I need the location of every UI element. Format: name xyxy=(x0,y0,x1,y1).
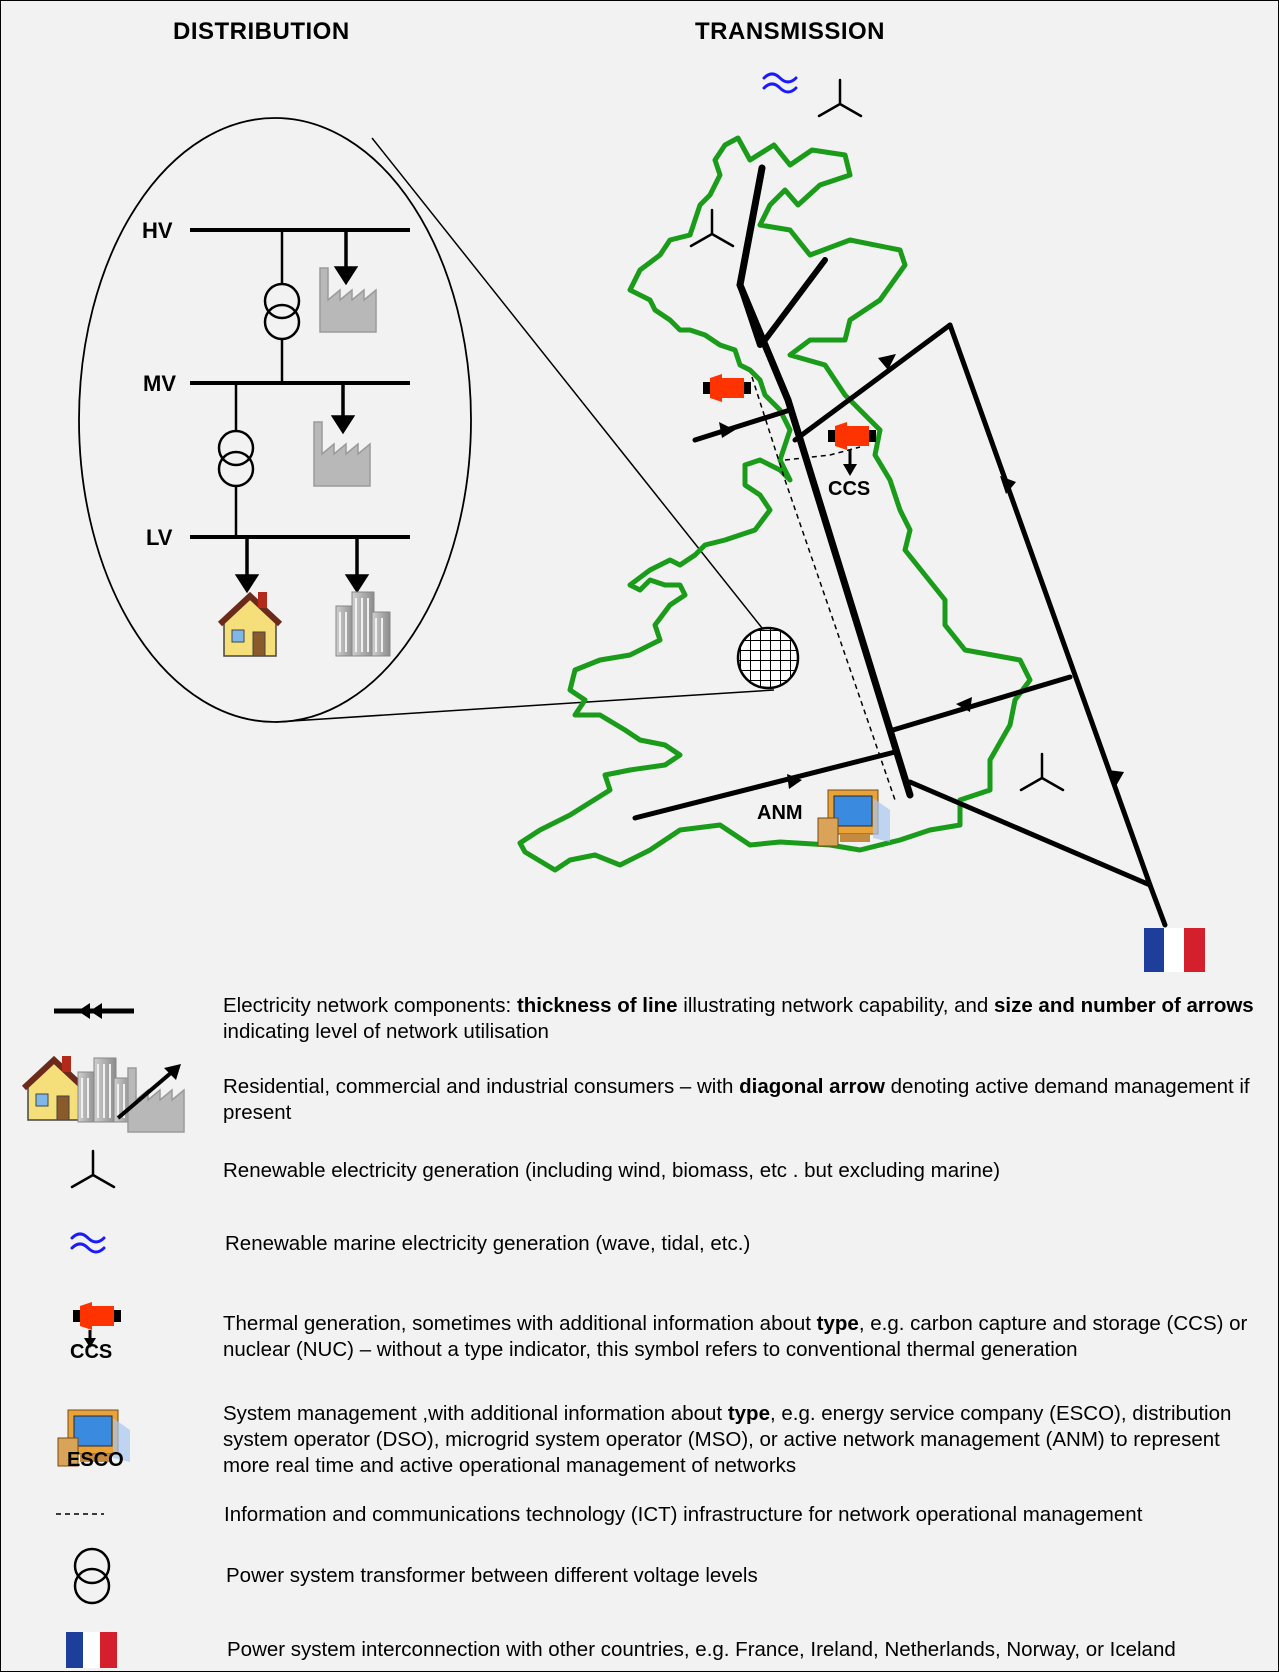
legend-network-t3: indicating level of network utilisation xyxy=(223,1020,549,1043)
load-arrows xyxy=(234,230,370,594)
legend-thermal-t2: , e.g. carbon capture and storage (CCS) … xyxy=(223,1312,1248,1361)
legend-consumers-text: Residential, commercial and industrial c… xyxy=(223,1074,1263,1126)
distribution-zoom-ellipse xyxy=(78,117,472,723)
transformer-mv-lv xyxy=(217,383,255,537)
mv-label: MV xyxy=(143,371,176,396)
legend-thermal-t1: Thermal generation, sometimes with addit… xyxy=(223,1312,817,1335)
legend-sm-b1: type xyxy=(727,1402,770,1425)
thermal-ccs-generator-icon xyxy=(828,422,876,476)
legend-wind-icon xyxy=(70,1149,116,1189)
anm-system-management-icon xyxy=(817,789,891,847)
lv-label: LV xyxy=(146,525,173,550)
transformer-hv-mv xyxy=(263,230,301,383)
distribution-network-zoom-point xyxy=(736,626,800,690)
legend-marine-text: Renewable marine electricity generation … xyxy=(225,1232,751,1255)
marine-generation-icon xyxy=(762,72,798,94)
residential-consumer-icon xyxy=(220,592,280,656)
zoom-line-lower xyxy=(275,689,775,723)
legend-renewable-text: Renewable electricity generation (includ… xyxy=(223,1159,1001,1182)
legend-house-icon xyxy=(24,1056,84,1120)
flow-arrows xyxy=(719,354,1124,789)
hv-label: HV xyxy=(142,218,173,243)
legend-network-line-symbol xyxy=(54,1003,134,1019)
anm-map-label: ANM xyxy=(757,802,803,824)
legend-diagonal-arrow-icon xyxy=(116,1070,174,1120)
legend-thermal-icon xyxy=(73,1302,121,1348)
legend-ccs-label: CCS xyxy=(70,1341,113,1363)
wind-generation-offshore-icon xyxy=(817,78,863,118)
legend-consumers-t1: Residential, commercial and industrial c… xyxy=(223,1075,740,1098)
legend-transformer-icon xyxy=(73,1547,111,1605)
commercial-consumer-icon xyxy=(335,591,391,657)
ccs-map-label: CCS xyxy=(828,478,871,500)
legend-network-text: Electricity network components: thicknes… xyxy=(223,993,1263,1045)
legend-sm-t1: System management ,with additional infor… xyxy=(223,1402,728,1425)
legend-transformer-text: Power system transformer between differe… xyxy=(226,1564,758,1587)
transmission-title: TRANSMISSION xyxy=(695,18,886,45)
france-interconnector-flag-icon xyxy=(1144,928,1205,972)
legend-consumers-t2: denoting active demand management if pre… xyxy=(223,1075,1250,1124)
legend-interconnection-text: Power system interconnection with other … xyxy=(227,1638,1176,1661)
legend-network-t2: illustrating network capability, and xyxy=(677,994,994,1017)
distribution-title: DISTRIBUTION xyxy=(173,18,350,45)
legend-thermal-text: Thermal generation, sometimes with addit… xyxy=(223,1311,1263,1363)
wind-generation-south-icon xyxy=(1019,752,1065,792)
thermal-generator-north-icon xyxy=(703,374,751,402)
legend-system-management-text: System management ,with additional infor… xyxy=(223,1401,1263,1479)
legend-thermal-b1: type xyxy=(816,1312,859,1335)
legend-network-t1: Electricity network components: xyxy=(223,994,517,1017)
legend-sm-t2: , e.g. energy service company (ESCO), di… xyxy=(223,1402,1232,1477)
legend-consumers-symbols xyxy=(24,1056,185,1133)
transmission-lines xyxy=(632,164,1168,928)
legend-network-b2: size and number of arrows xyxy=(993,994,1254,1017)
legend-marine-icon xyxy=(70,1232,106,1254)
zoom-line-upper xyxy=(371,137,779,649)
legend-network-b1: thickness of line xyxy=(516,994,678,1017)
gb-coastline xyxy=(517,135,1033,873)
legend-esco-label: ESCO xyxy=(67,1449,124,1471)
legend-flag-icon xyxy=(66,1632,117,1668)
legend-ict-text: Information and communications technolog… xyxy=(224,1503,1143,1526)
legend-consumers-b1: diagonal arrow xyxy=(739,1075,885,1098)
ict-links xyxy=(751,376,896,801)
